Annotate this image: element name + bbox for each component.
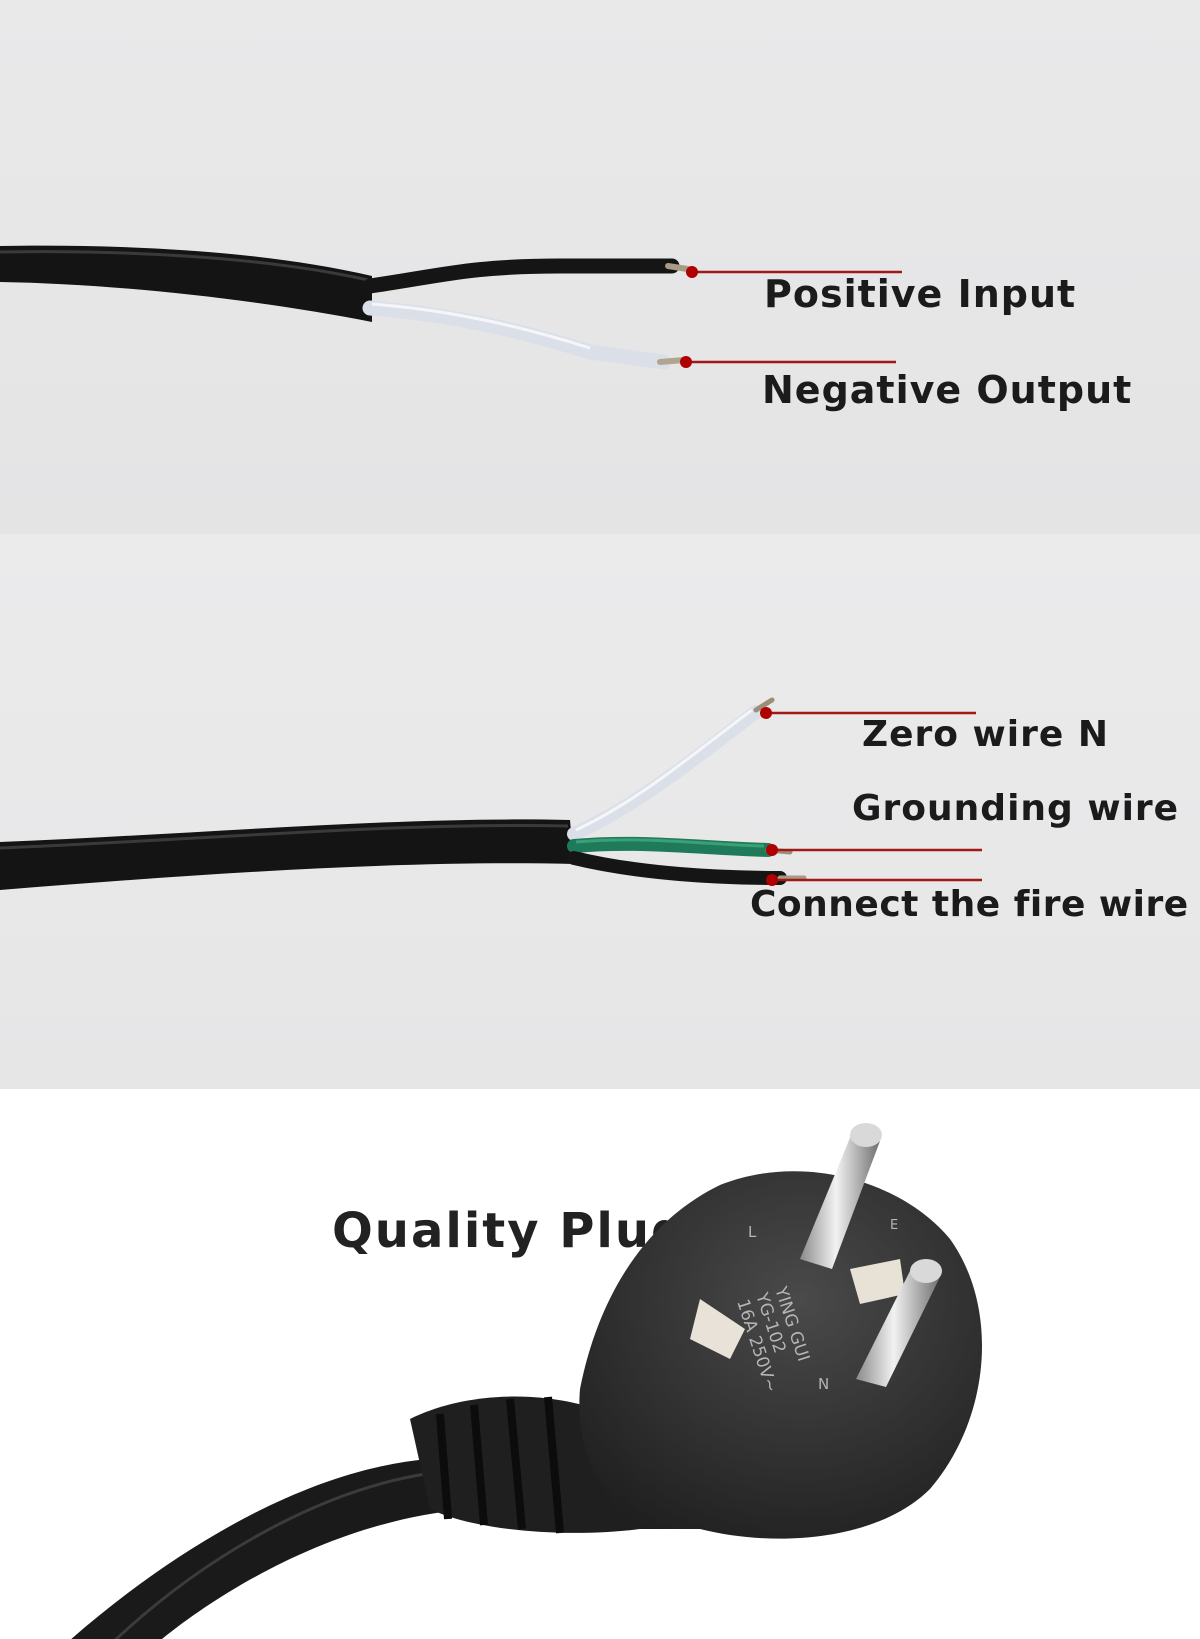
pin-letter-e: E xyxy=(890,1218,898,1233)
fire-pointer-dot xyxy=(766,874,778,886)
plug-body xyxy=(579,1171,983,1539)
negative-output-label: Negative Output xyxy=(762,368,1133,412)
grounding-wire-label: Grounding wire xyxy=(852,788,1180,829)
schuko-plug-photo: YING GUI YG-102 16A 250V~ L N E xyxy=(71,1123,983,1639)
zero-wire-label: Zero wire N xyxy=(862,714,1109,755)
pin-letter-l: L xyxy=(748,1223,757,1241)
ground-pointer-dot xyxy=(766,844,778,856)
three-core-cable-panel: Zero wire N Grounding wire Connect the f… xyxy=(0,534,1200,1089)
positive-pointer-dot xyxy=(686,266,698,278)
fire-wire-label: Connect the fire wire L xyxy=(750,884,1200,925)
quality-plug-panel: Quality Plugs xyxy=(0,1089,1200,1639)
plug-pin-l xyxy=(800,1123,882,1269)
plug-pin-n xyxy=(856,1259,942,1387)
negative-pointer-dot xyxy=(680,356,692,368)
positive-input-label: Positive Input xyxy=(764,272,1077,316)
zero-pointer-dot xyxy=(760,707,772,719)
two-core-cable-photo xyxy=(0,245,902,370)
pin-letter-n: N xyxy=(818,1375,829,1393)
two-core-cable-panel: Positive Input Negative Output xyxy=(0,0,1200,534)
three-core-cable-photo xyxy=(0,697,982,890)
